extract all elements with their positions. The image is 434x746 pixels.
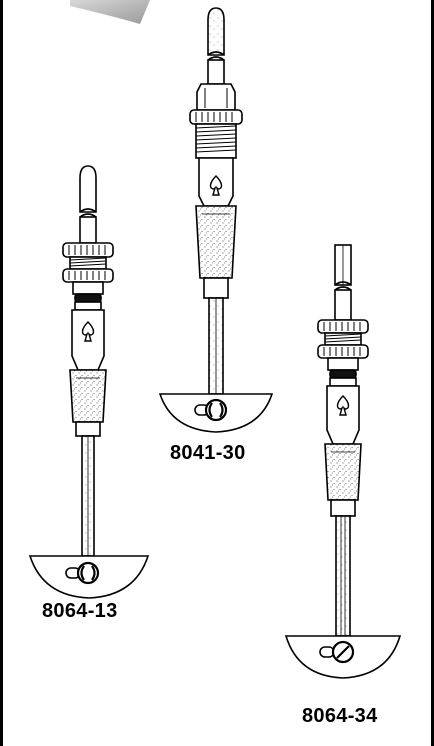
stem-collar (330, 499, 356, 517)
grip-sleeve (69, 369, 107, 423)
grip-sleeve (324, 443, 362, 501)
break-mark (79, 208, 97, 213)
rod-section (334, 289, 352, 321)
shaft (335, 515, 351, 637)
break-mark (207, 51, 225, 56)
break-mark (79, 213, 97, 218)
stem-collar (75, 421, 101, 437)
slotted-screw-icon (319, 640, 355, 664)
thread-section (195, 123, 237, 159)
collar (72, 281, 104, 295)
upper-rod (207, 7, 225, 56)
tool-8064-34 (284, 244, 402, 679)
rod-section (79, 216, 97, 244)
o-ring (74, 293, 102, 303)
corner-shadow (70, 0, 150, 24)
rotation-symbol-icon (65, 561, 100, 585)
spade-icon (336, 395, 350, 416)
grip-sleeve (195, 205, 237, 279)
break-mark (207, 56, 225, 61)
collar-lower (74, 301, 102, 311)
tool-8041-30-body (158, 83, 274, 433)
rotation-symbol-icon (194, 398, 228, 422)
o-ring (329, 369, 357, 379)
part-number-label: 8064-34 (302, 705, 378, 727)
collar-lower (329, 377, 357, 387)
spade-icon (81, 321, 95, 342)
spade-icon (209, 175, 223, 196)
break-mark (334, 286, 352, 291)
part-number-label: 8041-30 (170, 442, 246, 464)
hex-fitting (196, 83, 236, 111)
rod-section (207, 59, 225, 85)
part-number-label: 8064-13 (42, 600, 118, 622)
tool-8041-30 (207, 7, 225, 85)
upper-rod (79, 165, 97, 213)
top-nut (189, 109, 243, 125)
tool-8064-13 (28, 165, 150, 599)
break-mark (334, 281, 352, 286)
stem-collar (203, 277, 229, 299)
collar (327, 357, 359, 371)
